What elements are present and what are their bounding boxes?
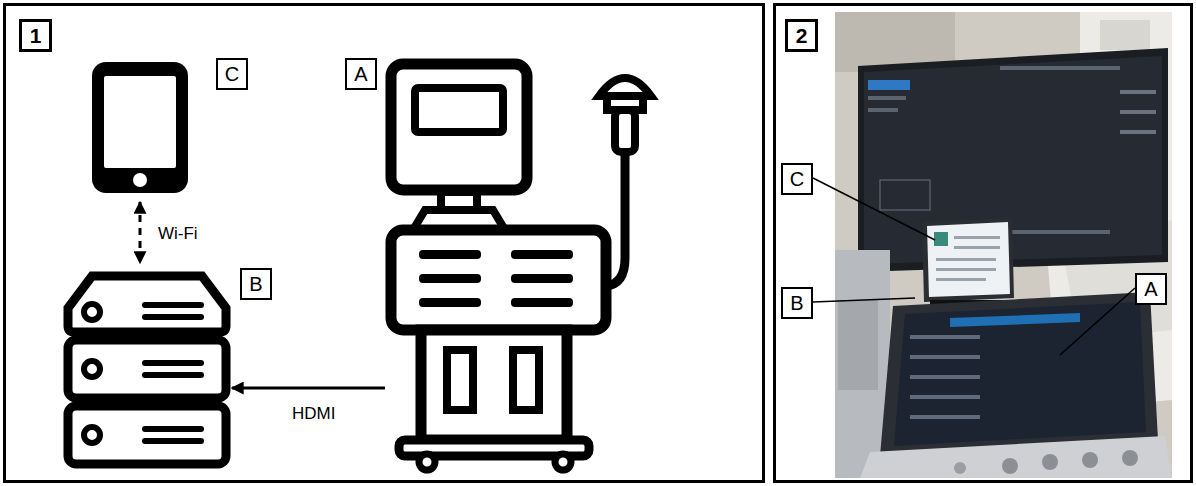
tablet-drawing	[88, 58, 192, 197]
panel-frame: 1CBA	[3, 3, 765, 483]
panel-number: 2	[785, 19, 818, 52]
server-drawing	[62, 268, 232, 470]
part-letter: A	[345, 58, 377, 90]
server-icon	[68, 276, 226, 464]
server-node: B	[62, 268, 232, 470]
ultrasound-cart-icon	[391, 64, 651, 470]
ultrasound-node: A	[385, 58, 655, 473]
callout-letter: A	[1135, 273, 1167, 305]
server-slots	[142, 302, 204, 444]
callout-letter: B	[781, 287, 813, 319]
connector-arrow	[139, 202, 142, 263]
connector-arrow	[232, 387, 385, 390]
callout-letter: C	[781, 163, 813, 195]
ultrasound-photo	[835, 12, 1172, 478]
panel-number: 1	[19, 19, 52, 52]
console-keys	[419, 250, 573, 307]
cart-drawing	[385, 58, 655, 473]
leader-lines	[813, 178, 1135, 355]
panel-frame: 2	[773, 3, 1193, 483]
tablet-icon	[92, 62, 188, 193]
edge-label: Wi-Fi	[158, 224, 198, 244]
part-letter: B	[240, 268, 272, 300]
tablet-node: C	[88, 58, 192, 197]
part-letter: C	[216, 58, 248, 90]
edge-label: HDMI	[292, 404, 335, 424]
